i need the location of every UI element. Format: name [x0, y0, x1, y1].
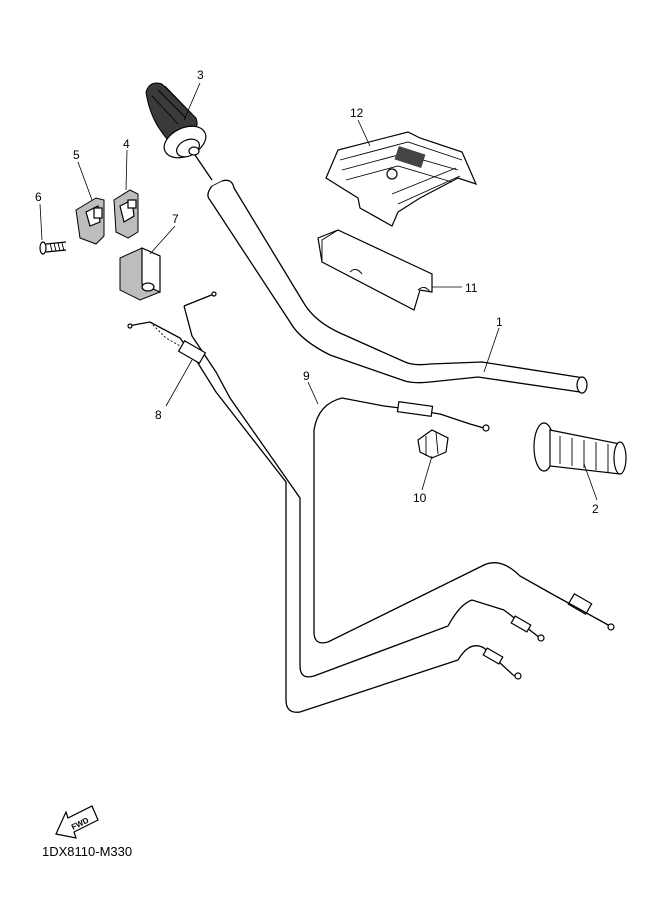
- throttle-grip-part[interactable]: [145, 82, 213, 181]
- throttle-cable-part[interactable]: [127, 291, 545, 713]
- callout-3: 3: [197, 68, 204, 82]
- clamp-part-5[interactable]: [75, 197, 105, 245]
- callout-5: 5: [73, 148, 80, 162]
- screw-part[interactable]: [39, 241, 67, 255]
- clamp-part-4[interactable]: [113, 189, 139, 239]
- callout-9: 9: [303, 369, 310, 383]
- left-grip-part[interactable]: [533, 422, 627, 475]
- callout-7: 7: [172, 212, 179, 226]
- callout-8: 8: [155, 408, 162, 422]
- clutch-cable-part[interactable]: [313, 397, 615, 644]
- leader-lines: [39, 82, 598, 501]
- callout-2: 2: [592, 502, 599, 516]
- collar-part[interactable]: [119, 247, 161, 301]
- handlebar-cover-part[interactable]: [325, 131, 478, 227]
- handlebar-pad-part[interactable]: [317, 229, 433, 311]
- callout-1: 1: [496, 315, 503, 329]
- callout-12: 12: [350, 106, 364, 120]
- fwd-arrow-icon: FWD: [55, 805, 99, 839]
- callout-labels: 1 2 3 4 5 6 7 8 9 10 11 12: [35, 68, 599, 516]
- callout-4: 4: [123, 137, 130, 151]
- callout-11: 11: [465, 281, 478, 295]
- callout-10: 10: [413, 491, 427, 505]
- diagram-code: 1DX8110-M330: [42, 844, 132, 859]
- handlebar-part[interactable]: [207, 179, 588, 394]
- callout-6: 6: [35, 190, 42, 204]
- adjuster-part[interactable]: [417, 429, 449, 459]
